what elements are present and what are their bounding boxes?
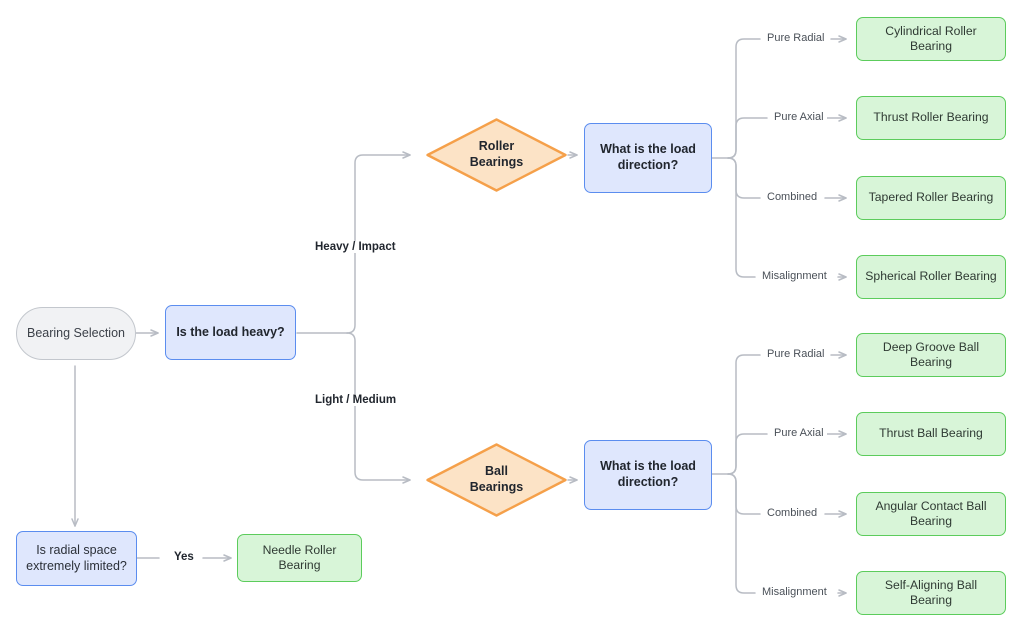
node-deep-groove-ball-bearing-label: Deep Groove Ball Bearing (882, 339, 980, 369)
edge-label-roller-combined: Combined (764, 191, 821, 203)
node-ball-bearings-line2: Bearings (469, 480, 524, 494)
node-bearing-selection[interactable]: Bearing Selection (16, 307, 136, 360)
node-thrust-ball-bearing[interactable]: Thrust Ball Bearing (856, 412, 1006, 456)
edge-light-medium-to-ball (346, 332, 411, 484)
edge-label-ball-pure-axial: Pure Axial (771, 427, 827, 439)
node-is-load-heavy[interactable]: Is the load heavy? (165, 305, 296, 360)
edge-label-ball-combined: Combined (764, 507, 821, 519)
edge-ball-pure-radial (727, 354, 761, 475)
node-is-radial-space-limited-line1: Is radial space (36, 542, 117, 557)
node-roller-bearings-line2: Bearings (469, 155, 524, 169)
edge-roller-pure-axial (727, 117, 768, 159)
node-angular-contact-ball-bearing[interactable]: Angular Contact Ball Bearing (856, 492, 1006, 536)
node-is-load-heavy-label: Is the load heavy? (176, 324, 285, 339)
node-self-aligning-ball-bearing[interactable]: Self-Aligning Ball Bearing (856, 571, 1006, 615)
node-bearing-selection-label: Bearing Selection (27, 325, 125, 340)
diamond-shape (426, 443, 567, 517)
node-roller-bearings-line1: Roller (478, 139, 515, 154)
edge-label-roller-misalignment: Misalignment (759, 270, 830, 282)
node-load-direction-roller-line2: direction? (617, 158, 679, 172)
node-roller-bearings[interactable]: Roller Bearings (425, 117, 568, 193)
node-load-direction-ball-line2: direction? (617, 475, 679, 489)
edge-label-ball-pure-radial: Pure Radial (764, 348, 828, 360)
node-load-direction-roller[interactable]: What is the load direction? (584, 123, 712, 193)
edge-label-heavy-impact: Heavy / Impact (312, 241, 399, 253)
node-angular-contact-ball-bearing-line2: Bearing (909, 514, 952, 528)
node-load-direction-ball-line1: What is the load (600, 459, 696, 474)
node-deep-groove-ball-bearing[interactable]: Deep Groove Ball Bearing (856, 333, 1006, 377)
node-ball-bearings-line1: Ball (485, 464, 508, 479)
node-thrust-roller-bearing[interactable]: Thrust Roller Bearing (856, 96, 1006, 140)
node-needle-roller-bearing[interactable]: Needle Roller Bearing (237, 534, 362, 582)
node-is-radial-space-limited-line2: extremely limited? (26, 558, 127, 573)
edge-ball-combined (727, 473, 761, 515)
node-spherical-roller-bearing[interactable]: Spherical Roller Bearing (856, 255, 1006, 299)
node-tapered-roller-bearing[interactable]: Tapered Roller Bearing (856, 176, 1006, 220)
edge-label-ball-misalignment: Misalignment (759, 586, 830, 598)
edge-roller-combined (727, 157, 761, 199)
node-is-radial-space-limited[interactable]: Is radial space extremely limited? (16, 531, 137, 586)
edge-roller-pure-radial (727, 38, 761, 159)
node-cylindrical-roller-bearing-label: Cylindrical Roller Bearing (885, 23, 977, 53)
node-load-direction-roller-line1: What is the load (600, 142, 696, 157)
node-cylindrical-roller-bearing[interactable]: Cylindrical Roller Bearing (856, 17, 1006, 61)
node-ball-bearings-label: Ball Bearings (470, 464, 524, 495)
node-tapered-roller-bearing-label: Tapered Roller Bearing (868, 190, 994, 205)
node-needle-roller-bearing-label: Needle Roller Bearing (262, 542, 337, 572)
edge-ball-misalignment (727, 473, 756, 594)
node-angular-contact-ball-bearing-line1: Angular Contact Ball (875, 498, 987, 513)
node-thrust-ball-bearing-label: Thrust Ball Bearing (879, 426, 983, 441)
edge-label-light-medium: Light / Medium (312, 394, 400, 406)
diamond-shape (426, 118, 567, 192)
node-thrust-roller-bearing-label: Thrust Roller Bearing (873, 110, 989, 125)
node-ball-bearings[interactable]: Ball Bearings (425, 442, 568, 518)
node-spherical-roller-bearing-label: Spherical Roller Bearing (865, 269, 997, 284)
edge-ball-pure-axial (727, 433, 768, 475)
node-load-direction-ball[interactable]: What is the load direction? (584, 440, 712, 510)
edge-label-roller-pure-radial: Pure Radial (764, 32, 828, 44)
node-roller-bearings-label: Roller Bearings (470, 139, 524, 170)
edge-roller-misalignment (727, 157, 756, 278)
edge-label-yes: Yes (171, 551, 197, 563)
edge-label-roller-pure-axial: Pure Axial (771, 111, 827, 123)
node-self-aligning-ball-bearing-label: Self-Aligning Ball Bearing (884, 577, 978, 607)
